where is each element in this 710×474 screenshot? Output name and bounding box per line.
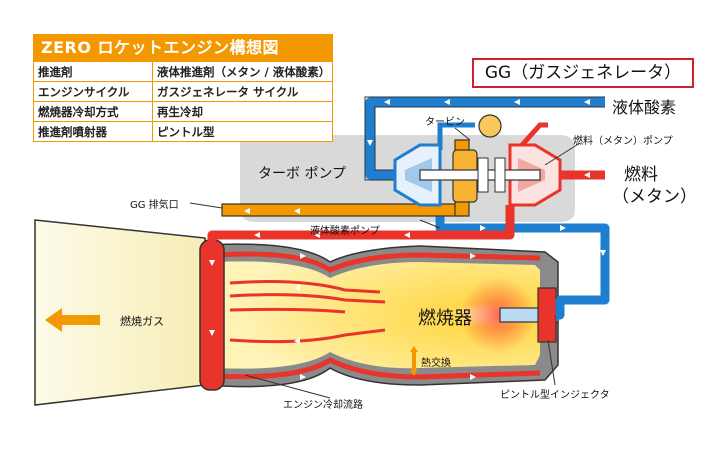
lox-to-gg [437,122,475,150]
fuel-label-methane: （メタン） [612,187,697,207]
spec-key: エンジンサイクル [33,81,153,102]
lox-label: 液体酸素 [612,98,677,117]
spec-key: 推進剤 [33,61,153,82]
exhaust-arrow [45,308,100,332]
spec-row: 燃焼器冷却方式 再生冷却 [33,101,333,122]
spec-value: ピントル型 [152,121,333,142]
spec-value: 再生冷却 [152,101,333,122]
spec-row: エンジンサイクル ガスジェネレータ サイクル [33,81,333,102]
lox-pipe-outline [364,96,605,181]
spec-key: 燃焼器冷却方式 [33,101,153,122]
fuel-pipe-to-gg [520,122,548,147]
gg-callout: GG（ガスジェネレータ） [472,58,694,88]
hot-gas-flow-lines [229,280,386,344]
cooling-path-label: エンジン冷却流路 [283,400,363,411]
heat-exchange-arrow [410,346,418,376]
flow-arrows [209,99,606,380]
lox-pump-label: 液体酸素ポンプ [310,226,380,237]
combustor-label: 燃焼器 [418,308,472,329]
spec-title: ZERO ロケットエンジン構想図 [33,34,333,61]
spec-value: ガスジェネレータ サイクル [152,81,333,102]
spec-row: 推進剤 液体推進剤（メタン / 液体酸素） [33,61,333,82]
spec-row: 推進剤噴射器 ピントル型 [33,121,333,142]
heat-exchange-label: 熱交換 [421,358,451,369]
cooling-channel-bottom [214,357,541,380]
spec-table: 推進剤 液体推進剤（メタン / 液体酸素） エンジンサイクル ガスジェネレータ … [33,61,333,142]
exhaust-gas-label: 燃焼ガス [120,315,164,328]
fuel-pump-label: 燃料（メタン）ポンプ [573,136,673,147]
gas-generator [478,114,502,138]
cooling-channel-top [214,251,541,273]
spec-value: 液体推進剤（メタン / 液体酸素） [152,61,333,82]
lox-pump [393,143,442,207]
turbine-label: タービン [425,117,465,128]
leader-lines [189,127,581,399]
spec-key: 推進剤噴射器 [33,121,153,142]
gg-exhaust-label: GG 排気口 [130,200,179,211]
turbopump-label: ターボ ポンプ [258,166,347,182]
injector-glow [460,277,536,353]
fuel-label: 燃料 [624,165,658,185]
injector-label: ピントル型インジェクタ [500,390,610,401]
